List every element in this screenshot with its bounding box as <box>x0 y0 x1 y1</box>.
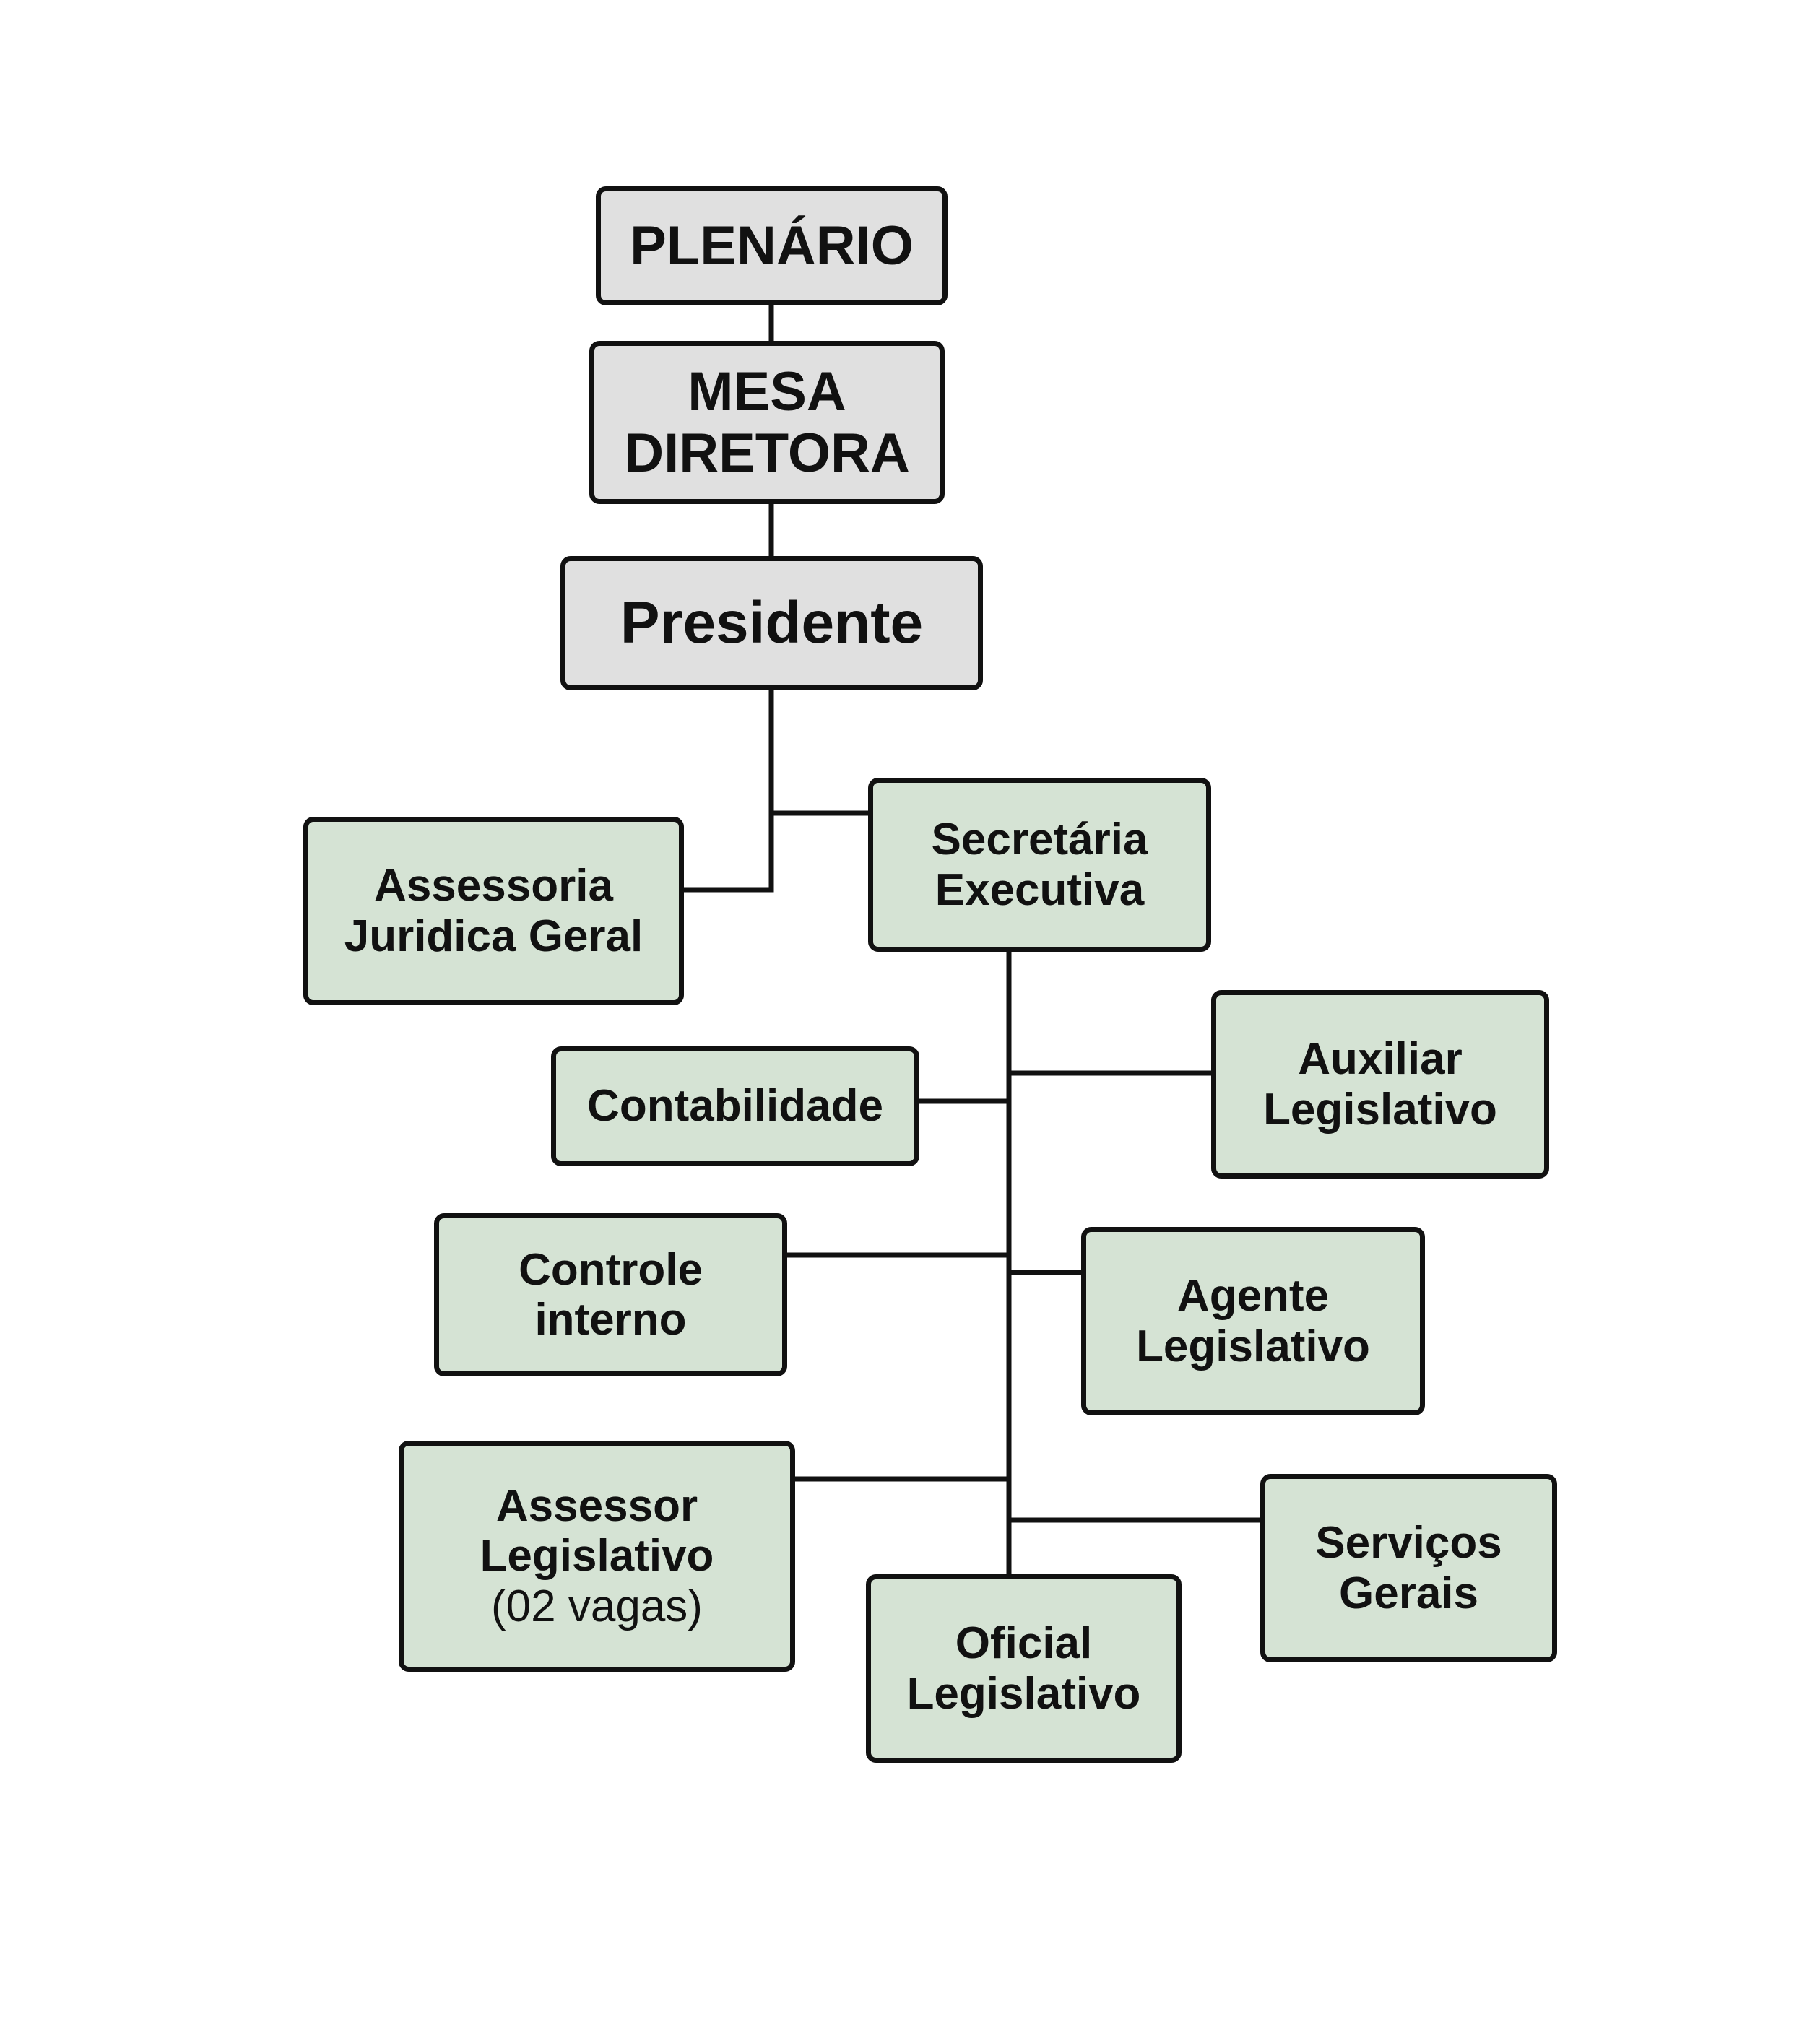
node-oficial-line2: Legislativo <box>906 1668 1141 1719</box>
node-assessor-vacancies: (02 vagas) <box>491 1581 703 1631</box>
node-oficial-legislativo: Oficial Legislativo <box>866 1574 1182 1763</box>
node-mesa-diretora-line2: DIRETORA <box>624 422 910 484</box>
node-servicos-line1: Serviços <box>1315 1518 1502 1568</box>
node-mesa-diretora: MESA DIRETORA <box>589 341 945 504</box>
node-assessoria-line1: Assessoria <box>374 861 613 911</box>
node-servicos-gerais: Serviços Gerais <box>1260 1474 1557 1662</box>
node-secretaria-line1: Secretária <box>931 815 1148 865</box>
node-assessor-legislativo: Assessor Legislativo (02 vagas) <box>399 1441 795 1672</box>
node-controle-interno: Controle interno <box>434 1213 787 1376</box>
node-contabilidade: Contabilidade <box>551 1046 919 1166</box>
node-servicos-line2: Gerais <box>1338 1568 1479 1618</box>
node-auxiliar-line2: Legislativo <box>1263 1084 1497 1134</box>
node-mesa-diretora-line1: MESA <box>688 360 846 422</box>
node-auxiliar-legislativo: Auxiliar Legislativo <box>1211 990 1549 1179</box>
node-assessor-line2: Legislativo <box>480 1531 714 1581</box>
node-assessor-line1: Assessor <box>495 1480 698 1531</box>
node-secretaria-executiva: Secretária Executiva <box>868 778 1211 952</box>
node-controle-line2: interno <box>534 1295 687 1345</box>
node-agente-line1: Agente <box>1176 1271 1330 1322</box>
node-plenario-text: PLENÁRIO <box>630 214 914 277</box>
node-controle-line1: Controle <box>519 1244 703 1295</box>
node-secretaria-line2: Executiva <box>935 864 1145 915</box>
node-presidente-text: Presidente <box>620 590 924 656</box>
node-agente-legislativo: Agente Legislativo <box>1081 1227 1425 1415</box>
node-assessoria-juridica-geral: Assessoria Juridica Geral <box>303 817 684 1005</box>
node-agente-line2: Legislativo <box>1136 1321 1370 1371</box>
node-auxiliar-line1: Auxiliar <box>1298 1034 1462 1085</box>
node-oficial-line1: Oficial <box>955 1618 1093 1669</box>
node-plenario: PLENÁRIO <box>596 186 948 305</box>
node-presidente: Presidente <box>560 556 983 690</box>
node-contabilidade-text: Contabilidade <box>587 1081 883 1132</box>
node-assessoria-line2: Juridica Geral <box>344 911 644 961</box>
